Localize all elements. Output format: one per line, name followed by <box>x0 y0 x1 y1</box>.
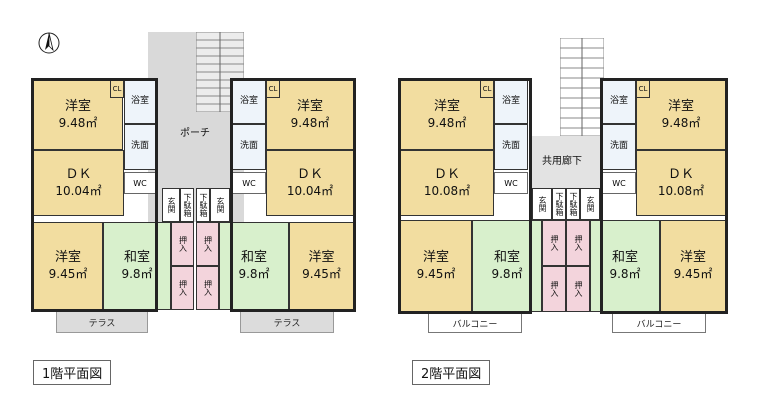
f1-left-wc: WC <box>124 172 156 194</box>
f1-right-bath: 浴室 <box>232 80 266 124</box>
f1-right-shoebox: 下駄箱 <box>196 188 210 222</box>
f2-right-wc: WC <box>602 172 636 194</box>
f1-left-entrance: 玄関 <box>162 188 180 222</box>
f2-right-bath: 浴室 <box>602 80 636 124</box>
stairs-icon-floor2 <box>560 38 604 136</box>
f1-left-bath: 浴室 <box>124 80 156 124</box>
f1-right-closet-2: 押入 <box>196 266 219 310</box>
f1-right-cl: CL <box>266 80 280 98</box>
f1-right-terrace: テラス <box>240 311 334 333</box>
f1-left-closet-2: 押入 <box>171 266 194 310</box>
f1-left-washroom: 洗面 <box>124 124 156 170</box>
f2-right-closet-2: 押入 <box>566 266 590 312</box>
f1-right-wc: WC <box>232 172 266 194</box>
porch-label: ポーチ <box>180 128 210 139</box>
f2-right-balcony: バルコニー <box>612 313 706 333</box>
f2-left-wc: WC <box>494 172 528 194</box>
floor-2-caption: 2階平面図 <box>412 360 491 385</box>
f1-left-terrace: テラス <box>56 311 148 333</box>
f2-right-cl: CL <box>636 80 650 98</box>
f2-left-balcony: バルコニー <box>428 313 522 333</box>
f1-left-shoebox: 下駄箱 <box>180 188 194 222</box>
f2-right-washroom: 洗面 <box>602 124 636 170</box>
floor-1-caption: 1階平面図 <box>33 360 112 385</box>
f1-right-entrance: 玄関 <box>210 188 230 222</box>
f2-right-entrance: 玄関 <box>580 188 600 220</box>
f2-left-closet-1: 押入 <box>542 220 566 266</box>
f1-right-closet-1: 押入 <box>196 222 219 266</box>
f2-left-cl: CL <box>480 80 494 98</box>
f2-right-closet-1: 押入 <box>566 220 590 266</box>
f1-left-cl: CL <box>110 80 124 98</box>
f1-right-washroom: 洗面 <box>232 124 266 170</box>
f2-left-entrance: 玄関 <box>532 188 552 220</box>
f2-left-washroom: 洗面 <box>494 124 528 170</box>
f2-left-bath: 浴室 <box>494 80 528 124</box>
f2-right-shoebox: 下駄箱 <box>566 188 580 220</box>
corridor-label: 共用廊下 <box>542 156 582 167</box>
f2-left-closet-2: 押入 <box>542 266 566 312</box>
north-arrow-icon <box>38 32 60 54</box>
f2-left-shoebox: 下駄箱 <box>552 188 566 220</box>
stairs-icon <box>196 32 244 112</box>
f1-left-closet-1: 押入 <box>171 222 194 266</box>
